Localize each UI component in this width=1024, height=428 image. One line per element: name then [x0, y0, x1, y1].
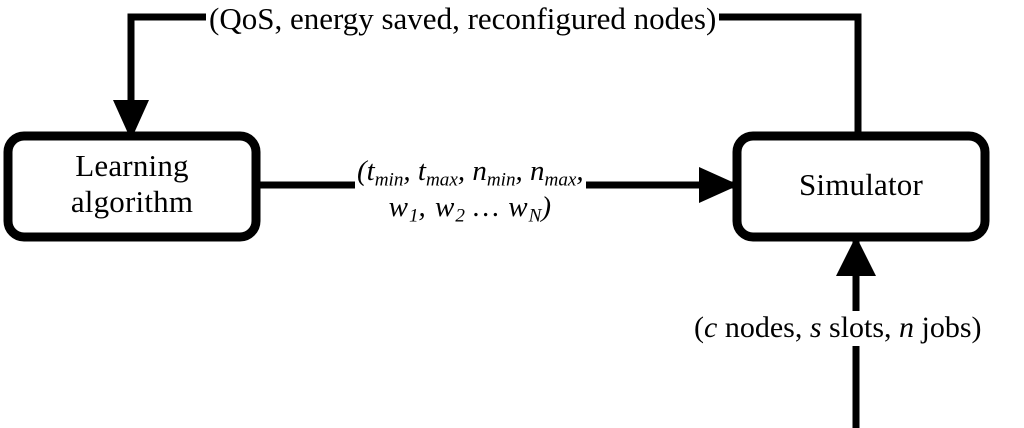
learning-algorithm-label-line2: algorithm [70, 183, 194, 219]
input-var-s: s [809, 311, 822, 344]
param-t-min-subscript: min [374, 169, 404, 191]
input-var-n: n [899, 311, 915, 344]
inputs-paren-open: ( [694, 311, 704, 344]
param-sep-3: , [515, 155, 531, 187]
input-word-nodes: nodes, [717, 311, 810, 344]
simulator-label: Simulator [798, 167, 924, 202]
param-wN-subscript: N [528, 205, 542, 227]
param-n-min: n [472, 155, 487, 187]
param-n-min-subscript: min [486, 169, 516, 191]
paren-close: ) [541, 191, 553, 224]
parameters-edge-arrowhead-icon [699, 167, 739, 203]
param-w1-subscript: 1 [408, 205, 419, 227]
param-sep-4: , [576, 155, 584, 187]
param-w1: w [388, 191, 409, 224]
inputs-edge-arrowhead-icon [836, 236, 876, 276]
param-sep-5: , [418, 191, 436, 224]
feedback-edge-arrowhead-icon [113, 100, 149, 140]
input-word-slots: slots, [821, 311, 900, 344]
parameters-edge-label-line2: w1, w2 … wN) [357, 191, 584, 227]
param-t-max: t [417, 155, 426, 187]
param-sep-2: , [457, 155, 473, 187]
param-n-max-subscript: max [544, 169, 577, 191]
param-w2: w [435, 191, 456, 224]
param-sep-1: , [403, 155, 418, 187]
param-ellipsis: … [464, 191, 509, 224]
learning-algorithm-label-line1: Learning [75, 148, 189, 183]
param-t-min: t [366, 155, 375, 187]
input-var-c: c [704, 311, 718, 344]
param-n-max: n [530, 155, 545, 187]
param-wN: w [508, 191, 529, 224]
input-word-jobs: jobs) [914, 311, 982, 344]
paren-open: ( [357, 155, 367, 187]
simulator-box [732, 131, 990, 242]
parameters-edge-label: (tmin, tmax, nmin, nmax, w1, w2 … wN) [355, 155, 586, 228]
inputs-edge-label: (c nodes, s slots, n jobs) [692, 311, 984, 346]
feedback-edge-label: (QoS, energy saved, reconfigured nodes) [206, 1, 720, 37]
parameters-edge-label-line1: (tmin, tmax, nmin, nmax, [357, 155, 584, 191]
param-t-max-subscript: max [425, 169, 458, 191]
param-w2-subscript: 2 [455, 205, 465, 227]
learning-algorithm-box [3, 131, 261, 242]
learning-algorithm-label: Learning algorithm [12, 148, 252, 219]
